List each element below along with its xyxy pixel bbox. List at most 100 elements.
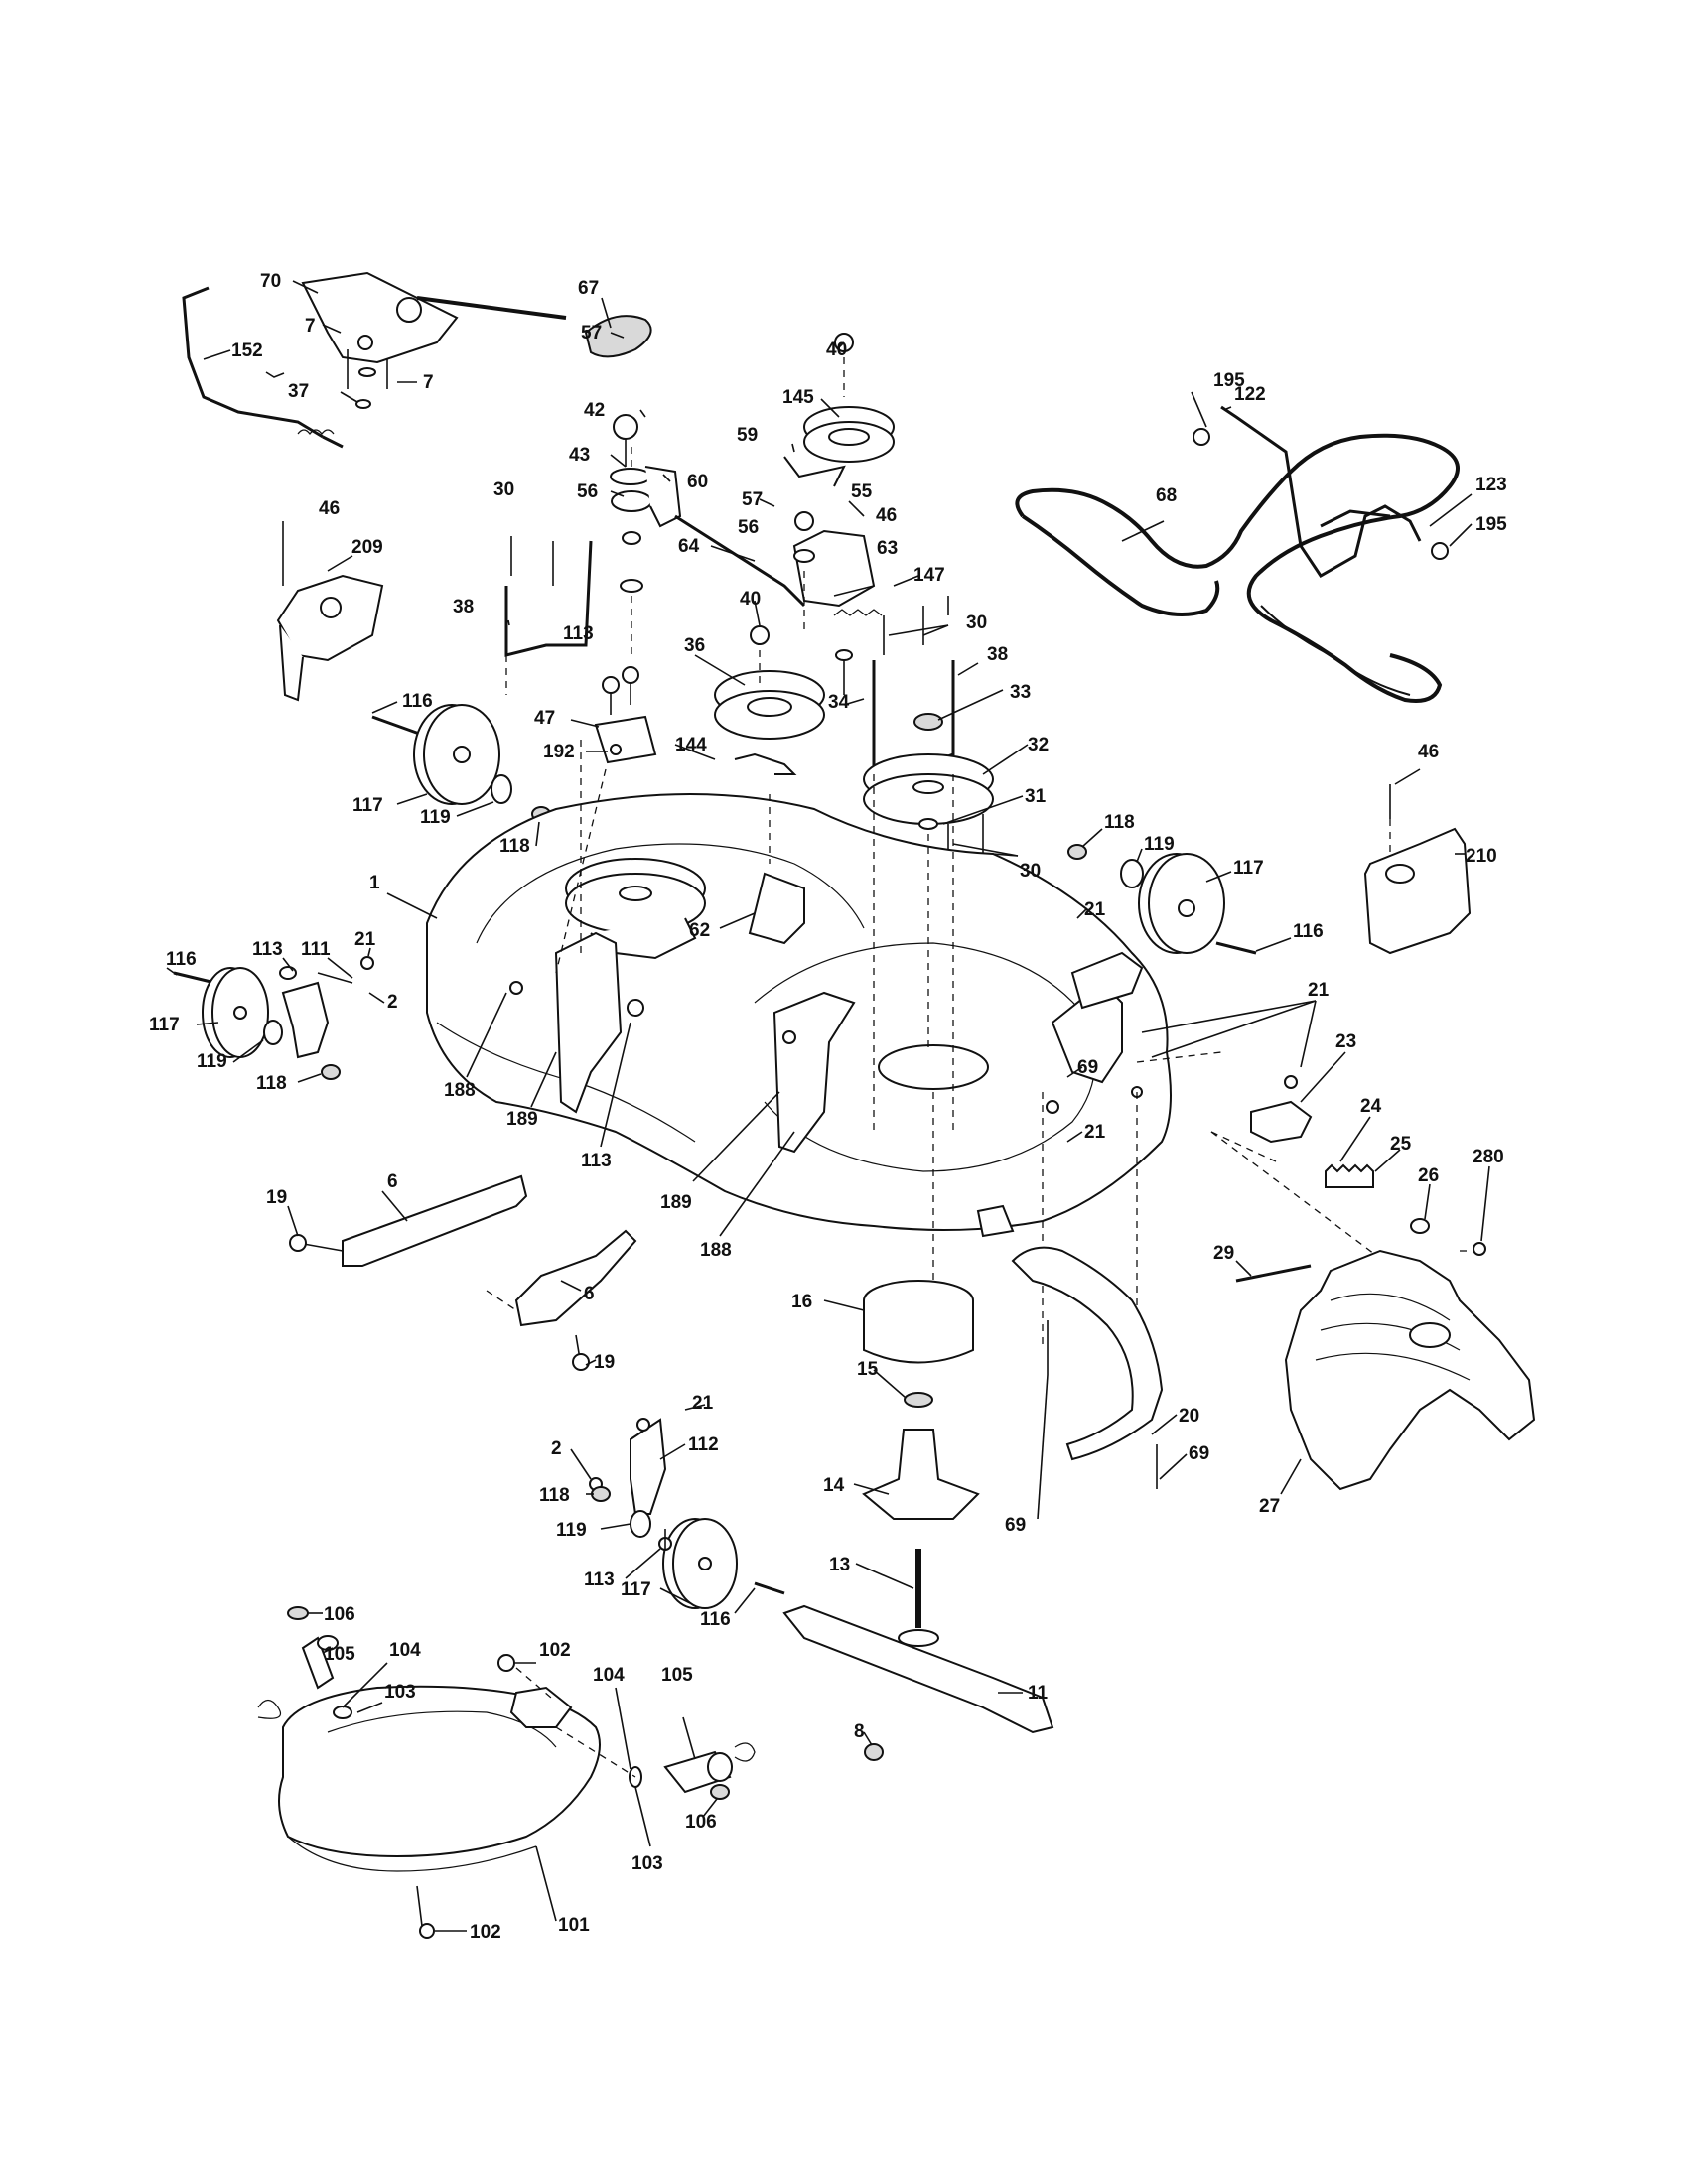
callout-14: 14 (823, 1475, 845, 1496)
baffles-6 (289, 1174, 637, 1371)
callout-69: 69 (1189, 1443, 1209, 1464)
callout-69: 69 (1077, 1057, 1098, 1078)
bearing-15 (904, 1392, 933, 1408)
callout-67: 67 (578, 278, 599, 299)
callout-56: 56 (738, 517, 759, 538)
callout-57: 57 (742, 489, 763, 510)
gauge-wheel-117-right (1067, 844, 1257, 955)
callout-36: 36 (684, 635, 705, 656)
gauge-wheel-117-upper-left (371, 704, 551, 822)
leader-lines (166, 280, 1490, 1932)
callout-101: 101 (558, 1915, 590, 1936)
callout-6: 6 (584, 1284, 595, 1304)
callout-118: 118 (499, 836, 530, 857)
callout-189: 189 (660, 1192, 692, 1213)
callout-47: 47 (534, 708, 555, 729)
callout-189: 189 (506, 1109, 538, 1130)
callout-30: 30 (1020, 861, 1041, 882)
gauge-wheel-117-lower (589, 1418, 785, 1609)
lift-cable-152 (182, 286, 344, 449)
callout-116: 116 (166, 949, 197, 970)
callout-102: 102 (470, 1922, 501, 1943)
idler-arm-assembly (610, 414, 806, 655)
callout-30: 30 (493, 479, 514, 500)
washer-37 (355, 399, 371, 409)
washer-119a (491, 774, 512, 804)
callout-38: 38 (987, 644, 1008, 665)
callout-119: 119 (197, 1051, 227, 1072)
callout-26: 26 (1418, 1165, 1439, 1186)
callout-27: 27 (1259, 1496, 1280, 1517)
mulch-plate-101 (278, 1654, 601, 1939)
callout-69: 69 (1005, 1515, 1026, 1536)
callout-147: 147 (913, 565, 945, 586)
callout-55: 55 (851, 481, 873, 502)
callout-116: 116 (1293, 921, 1324, 942)
discharge-chute-27 (1235, 1249, 1536, 1491)
callout-21: 21 (1084, 1122, 1106, 1143)
callout-24: 24 (1360, 1096, 1382, 1117)
callout-2: 2 (387, 992, 398, 1013)
callout-105: 105 (661, 1665, 693, 1686)
washer-31 (918, 818, 938, 830)
callout-21: 21 (1084, 899, 1106, 920)
callout-25: 25 (1390, 1134, 1412, 1155)
callout-117: 117 (1233, 858, 1264, 879)
callout-106: 106 (324, 1604, 355, 1625)
callout-112: 112 (688, 1434, 719, 1455)
callout-188: 188 (444, 1080, 476, 1101)
callout-113: 113 (252, 939, 283, 960)
callout-63: 63 (877, 538, 898, 559)
pulley-32 (863, 753, 994, 864)
lift-rod-38-right (835, 596, 955, 776)
spring-147 (833, 609, 883, 616)
callout-111: 111 (301, 939, 331, 960)
pulley-36 (714, 625, 825, 775)
callout-280: 280 (1473, 1147, 1504, 1167)
callout-31: 31 (1025, 786, 1047, 807)
idler-pulley-145 (783, 333, 895, 487)
bracket-23-spring-25 (1250, 1075, 1486, 1256)
mulch-hardware-right (555, 1726, 756, 1800)
bracket-209 (276, 521, 384, 702)
callout-68: 68 (1156, 485, 1177, 506)
callout-188: 188 (700, 1240, 732, 1261)
nut-33 (913, 713, 943, 731)
callout-152: 152 (231, 341, 263, 361)
callout-122: 122 (1234, 384, 1266, 405)
callout-144: 144 (675, 735, 707, 755)
callout-192: 192 (543, 742, 575, 762)
washer-119b (1120, 859, 1144, 888)
callout-117: 117 (352, 795, 383, 816)
callout-195: 195 (1213, 370, 1245, 391)
callout-19: 19 (266, 1187, 287, 1208)
callout-13: 13 (829, 1555, 850, 1575)
callout-113: 113 (563, 623, 594, 644)
callout-16: 16 (791, 1292, 812, 1312)
callout-145: 145 (782, 387, 814, 408)
belt-guide-20 (1011, 1246, 1164, 1489)
callout-105: 105 (324, 1644, 355, 1665)
callout-118: 118 (539, 1485, 570, 1506)
callout-116: 116 (700, 1609, 731, 1630)
callout-11: 11 (1028, 1683, 1049, 1704)
callout-119: 119 (420, 807, 451, 828)
callout-20: 20 (1179, 1406, 1199, 1427)
callout-64: 64 (678, 536, 700, 557)
callout-118: 118 (1104, 812, 1135, 833)
callout-102: 102 (539, 1640, 571, 1661)
callout-195: 195 (1475, 514, 1507, 535)
callout-60: 60 (687, 472, 708, 492)
callout-33: 33 (1010, 682, 1031, 703)
callout-119: 119 (1144, 834, 1175, 855)
callout-104: 104 (389, 1640, 421, 1661)
bracket-144 (734, 752, 797, 775)
drive-belt-68 (1015, 433, 1460, 703)
callout-32: 32 (1028, 735, 1049, 755)
bracket-47-192 (594, 666, 657, 764)
belt-guide-122-123 (1193, 405, 1449, 578)
callout-70: 70 (260, 271, 281, 292)
callout-117: 117 (149, 1015, 180, 1035)
callout-21: 21 (354, 929, 376, 950)
